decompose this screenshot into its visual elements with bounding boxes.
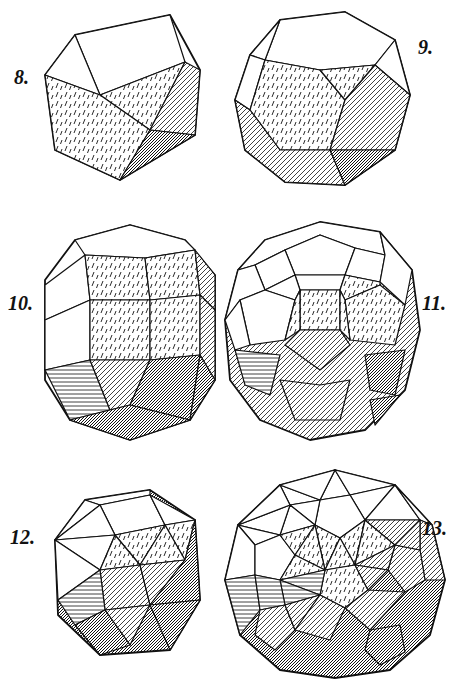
figure-number-holder: 10. xyxy=(8,292,33,315)
solid-12 xyxy=(55,490,200,655)
figure-number: 11. xyxy=(422,292,446,314)
figure-number-holder: 11. xyxy=(422,292,446,315)
figure-number-holder: 9. xyxy=(418,36,433,59)
solid-11 xyxy=(225,222,420,440)
figure-number-holder: 8. xyxy=(14,66,29,89)
solid-9 xyxy=(235,12,410,185)
figure-number: 13. xyxy=(422,517,447,539)
figure-number: 9. xyxy=(418,36,433,58)
figure-number: 10. xyxy=(8,292,33,314)
figure-number-holder: 12. xyxy=(10,526,35,549)
solid-8 xyxy=(45,15,200,180)
solid-10 xyxy=(45,225,215,440)
figure-number-holder: 13. xyxy=(422,517,447,540)
solid-13 xyxy=(225,470,445,678)
figure-number: 12. xyxy=(10,526,35,548)
figure-number: 8. xyxy=(14,66,29,88)
